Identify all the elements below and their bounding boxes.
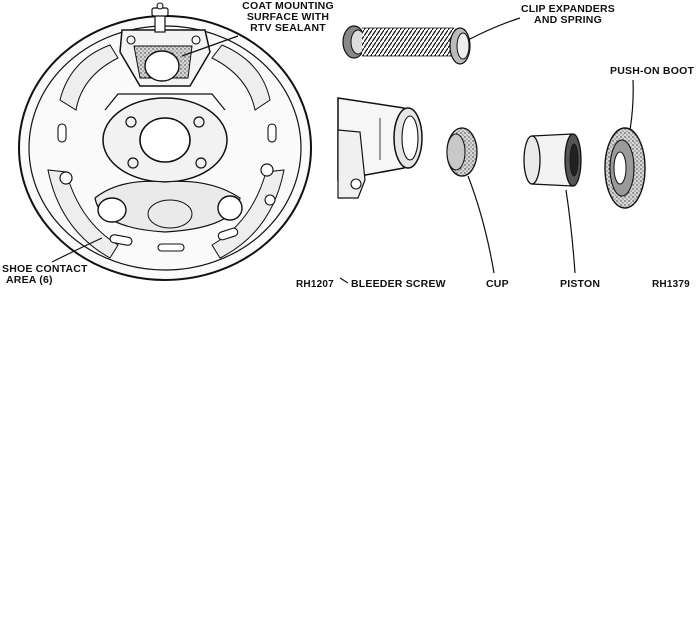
figure-id-right: RH1379: [652, 279, 690, 290]
label-cup: CUP: [486, 278, 509, 290]
backing-plate: [18, 2, 312, 281]
brake-diagram: [18, 2, 646, 284]
label-push-on-boot: PUSH-ON BOOT: [610, 65, 695, 77]
figure-id-left: RH1207: [296, 279, 334, 290]
label-shoe-contact: SHOE CONTACT AREA (6): [2, 263, 88, 286]
label-clip-expanders: CLIP EXPANDERS AND SPRING: [520, 3, 615, 26]
leader-lines-right: [339, 17, 634, 284]
label-coat-mounting: COAT MOUNTING SURFACE WITH RTV SEALANT: [242, 0, 334, 34]
piston-part: [523, 133, 582, 187]
wheel-cylinder-body: [337, 97, 423, 199]
label-piston: PISTON: [560, 278, 601, 290]
cup-part: [446, 127, 478, 177]
leader-lines-left: [51, 35, 239, 263]
clip-expanders-spring: [342, 25, 471, 65]
push-on-boot-part: [604, 127, 646, 209]
label-bleeder-screw: BLEEDER SCREW: [351, 278, 446, 290]
